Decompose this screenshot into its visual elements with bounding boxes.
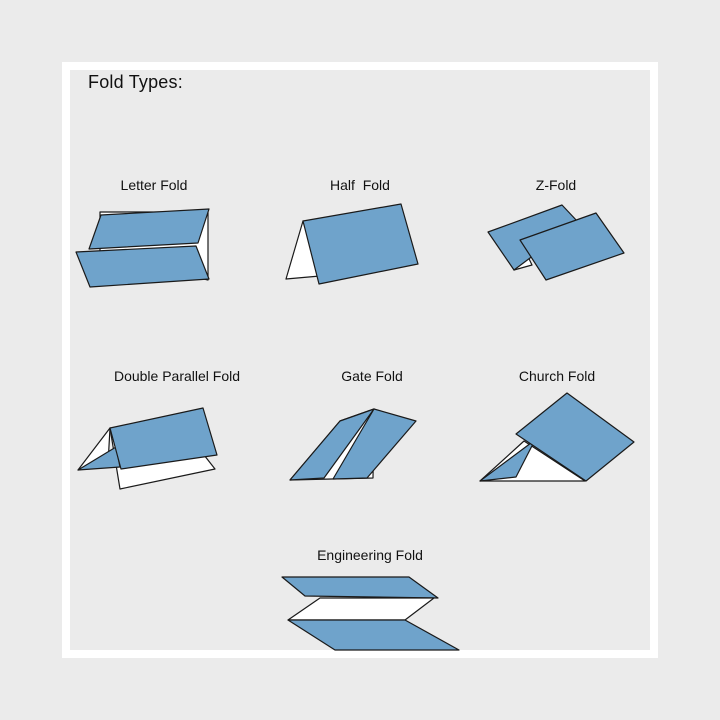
label-double-parallel-fold: Double Parallel Fold (113, 368, 241, 384)
page-title: Fold Types: (88, 72, 183, 92)
blue-panel (109, 407, 218, 470)
label-church-fold: Church Fold (518, 368, 596, 384)
label-z-fold: Z-Fold (535, 177, 577, 193)
blue-panel (515, 392, 635, 482)
blue-panel (519, 212, 625, 281)
blue-panel (302, 203, 419, 285)
label-engineering-fold: Engineering Fold (317, 547, 423, 563)
label-half-fold: Half Fold (330, 177, 390, 193)
blue-panel (479, 439, 536, 482)
double-parallel-fold-illustration (77, 407, 218, 490)
blue-panel (287, 619, 460, 651)
white-panel (287, 597, 435, 621)
engineering-fold-illustration (281, 576, 460, 651)
diagram-frame (62, 62, 658, 658)
letter-fold-illustration (75, 208, 210, 288)
blue-panel (75, 245, 210, 288)
blue-panel (88, 208, 210, 250)
gate-fold-illustration (289, 408, 417, 481)
label-letter-fold: Letter Fold (120, 177, 188, 193)
half-fold-illustration (285, 203, 419, 285)
blue-panel (332, 408, 417, 480)
blue-panel (289, 408, 375, 481)
label-gate-fold: Gate Fold (341, 368, 403, 384)
z-fold-illustration (487, 204, 625, 281)
blue-panel (281, 576, 439, 599)
church-fold-illustration (479, 392, 635, 482)
